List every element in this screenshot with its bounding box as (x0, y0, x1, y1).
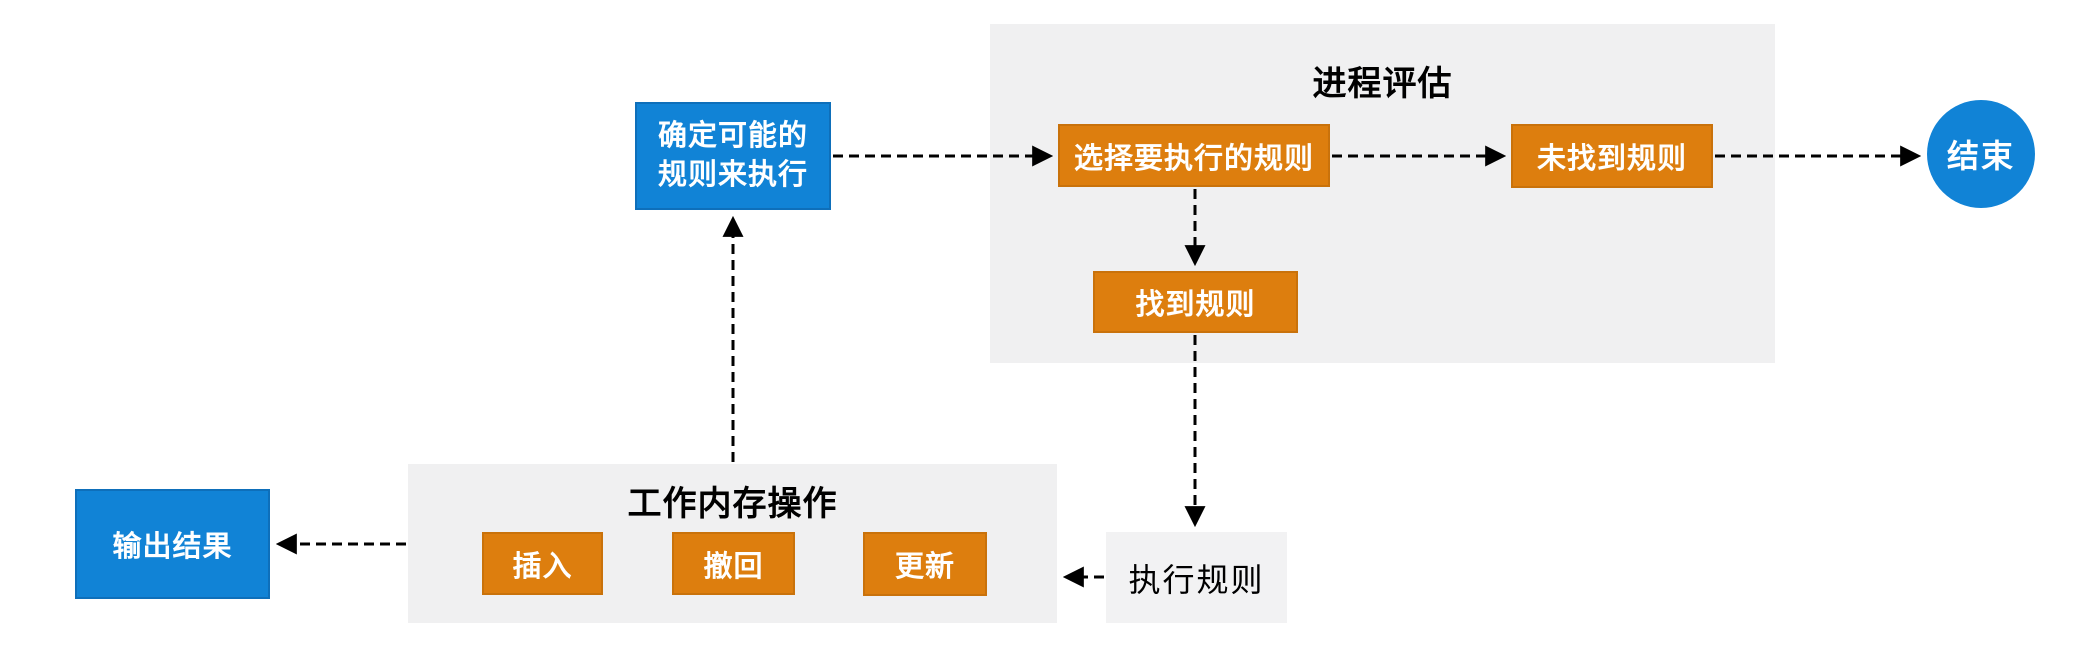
node-no-rule-found: 未找到规则 (1511, 124, 1713, 188)
node-insert: 插入 (482, 532, 603, 595)
node-end: 结束 (1927, 100, 2035, 208)
working-memory-title: 工作内存操作 (627, 485, 838, 523)
node-output-result: 输出结果 (75, 489, 270, 599)
node-retract: 撤回 (672, 532, 795, 595)
node-update: 更新 (863, 532, 987, 596)
node-determine-label: 确定可能的 规则来执行 (657, 120, 808, 191)
node-rule-found: 找到规则 (1093, 271, 1298, 333)
process-evaluation-title: 进程评估 (1312, 65, 1453, 103)
node-select-rule-to-execute: 选择要执行的规则 (1058, 124, 1330, 187)
node-determine-possible-rules: 确定可能的 规则来执行 (635, 102, 831, 210)
node-execute-rule: 执行规则 (1106, 532, 1287, 623)
